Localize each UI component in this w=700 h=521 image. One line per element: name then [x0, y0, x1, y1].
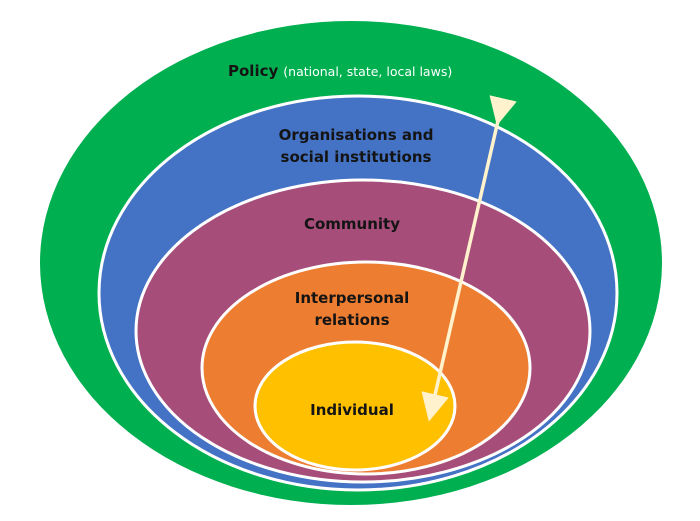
double-headed-arrow — [421, 95, 517, 422]
organisations-label-line2: social institutions — [281, 148, 432, 166]
interpersonal-label-line1: Interpersonal — [295, 289, 410, 307]
policy-label-main: Policy — [228, 62, 278, 80]
organisations-label-line1: Organisations and — [279, 126, 434, 144]
policy-label: Policy (national, state, local laws) — [228, 62, 452, 80]
interpersonal-label-line2: relations — [314, 311, 389, 329]
community-label: Community — [304, 215, 400, 233]
policy-sublabel: (national, state, local laws) — [283, 64, 452, 79]
individual-label: Individual — [310, 401, 394, 419]
